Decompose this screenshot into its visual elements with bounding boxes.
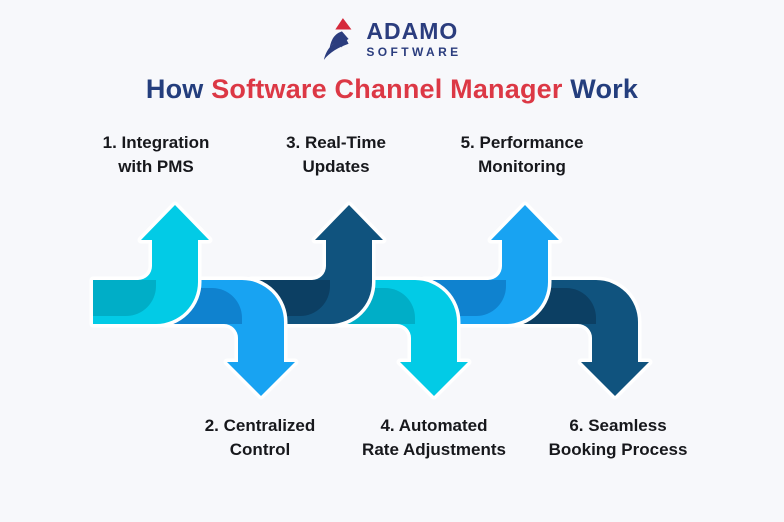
step-6-line-1: 6. Seamless <box>569 416 667 435</box>
step-2-line-1: 2. Centralized <box>204 416 316 435</box>
step-4-line-2: Rate Adjustments <box>362 440 506 459</box>
step-label-5: 5. Performance Monitoring <box>461 131 584 179</box>
step-label-6: 6. Seamless Booking Process <box>549 414 688 462</box>
step-3-line-2: Updates <box>302 157 370 176</box>
step-1-line-1: 1. Integration <box>102 133 210 152</box>
step-4-line-1: 4. Automated <box>380 416 488 435</box>
title-highlight: Software Channel Manager <box>211 74 563 104</box>
step-5-line-1: 5. Performance <box>460 133 584 152</box>
logo-text: ADAMO SOFTWARE <box>366 18 462 59</box>
step-label-3: 3. Real-Time Updates <box>286 131 386 179</box>
adamo-logo-icon <box>324 18 352 60</box>
step-2-line-2: Control <box>229 440 291 459</box>
step-label-4: 4. Automated Rate Adjustments <box>362 414 506 462</box>
logo-triangle-icon <box>335 18 352 30</box>
step-6-line-2: Booking Process <box>548 440 688 459</box>
step-label-1: 1. Integration with PMS <box>103 131 210 179</box>
page-title: How Software Channel Manager Work <box>0 74 784 105</box>
ribbon-arrow-1 <box>89 201 213 328</box>
logo-name: ADAMO <box>366 18 459 44</box>
logo-swoosh-top <box>329 31 349 49</box>
logo-subtitle: SOFTWARE <box>366 45 462 59</box>
adamo-logo: ADAMO SOFTWARE <box>0 14 784 64</box>
step-5-line-2: Monitoring <box>478 157 566 176</box>
arrow-1-fold <box>93 280 156 316</box>
title-suffix: Work <box>562 74 639 104</box>
step-label-2: 2. Centralized Control <box>205 414 316 462</box>
title-prefix: How <box>145 74 212 104</box>
step-3-line-1: 3. Real-Time <box>286 133 386 152</box>
logo-swoosh-bottom <box>324 38 349 60</box>
step-1-line-2: with PMS <box>118 157 194 176</box>
